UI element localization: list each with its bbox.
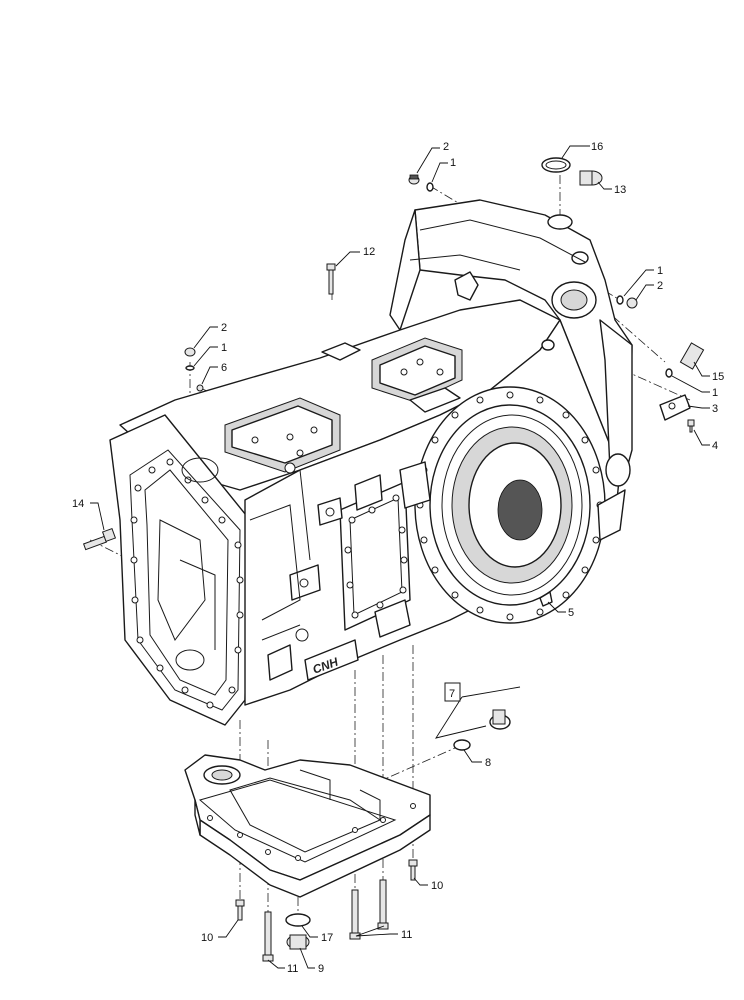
callout-1-top: 1 <box>450 157 456 169</box>
callout-14: 14 <box>72 498 84 510</box>
callout-10-left: 10 <box>201 932 213 944</box>
callout-4: 4 <box>712 440 718 452</box>
callout-10-right: 10 <box>431 880 443 892</box>
axle-flange <box>414 386 606 624</box>
callout-1-left: 1 <box>221 342 227 354</box>
callout-7: 7 <box>449 688 455 700</box>
callout-16: 16 <box>591 141 603 153</box>
callout-12: 12 <box>363 246 375 258</box>
callout-8: 8 <box>485 757 491 769</box>
bottom-cover <box>184 754 431 898</box>
callout-labels: 16 13 2 1 12 1 2 2 1 6 15 1 3 4 14 5 7 8… <box>72 141 724 975</box>
callout-9: 9 <box>318 963 324 975</box>
callout-2-left: 2 <box>221 322 227 334</box>
callout-15: 15 <box>712 371 724 383</box>
callout-17: 17 <box>321 932 333 944</box>
callout-11-left: 11 <box>287 963 298 975</box>
end-flange-bolt-holes <box>130 458 244 709</box>
callout-13: 13 <box>614 184 626 196</box>
callout-2-top: 2 <box>443 141 449 153</box>
rear-transmission-housing: CNH <box>109 199 633 726</box>
callout-2-right: 2 <box>657 280 663 292</box>
kit-7-box <box>444 682 461 702</box>
callout-3: 3 <box>712 403 718 415</box>
leader-lines <box>90 145 710 969</box>
callout-1-sensor: 1 <box>712 387 718 399</box>
small-parts <box>82 157 705 962</box>
callout-1-right: 1 <box>657 265 663 277</box>
callout-11-right: 11 <box>401 929 412 941</box>
callout-6: 6 <box>221 362 227 374</box>
callout-5: 5 <box>568 607 574 619</box>
